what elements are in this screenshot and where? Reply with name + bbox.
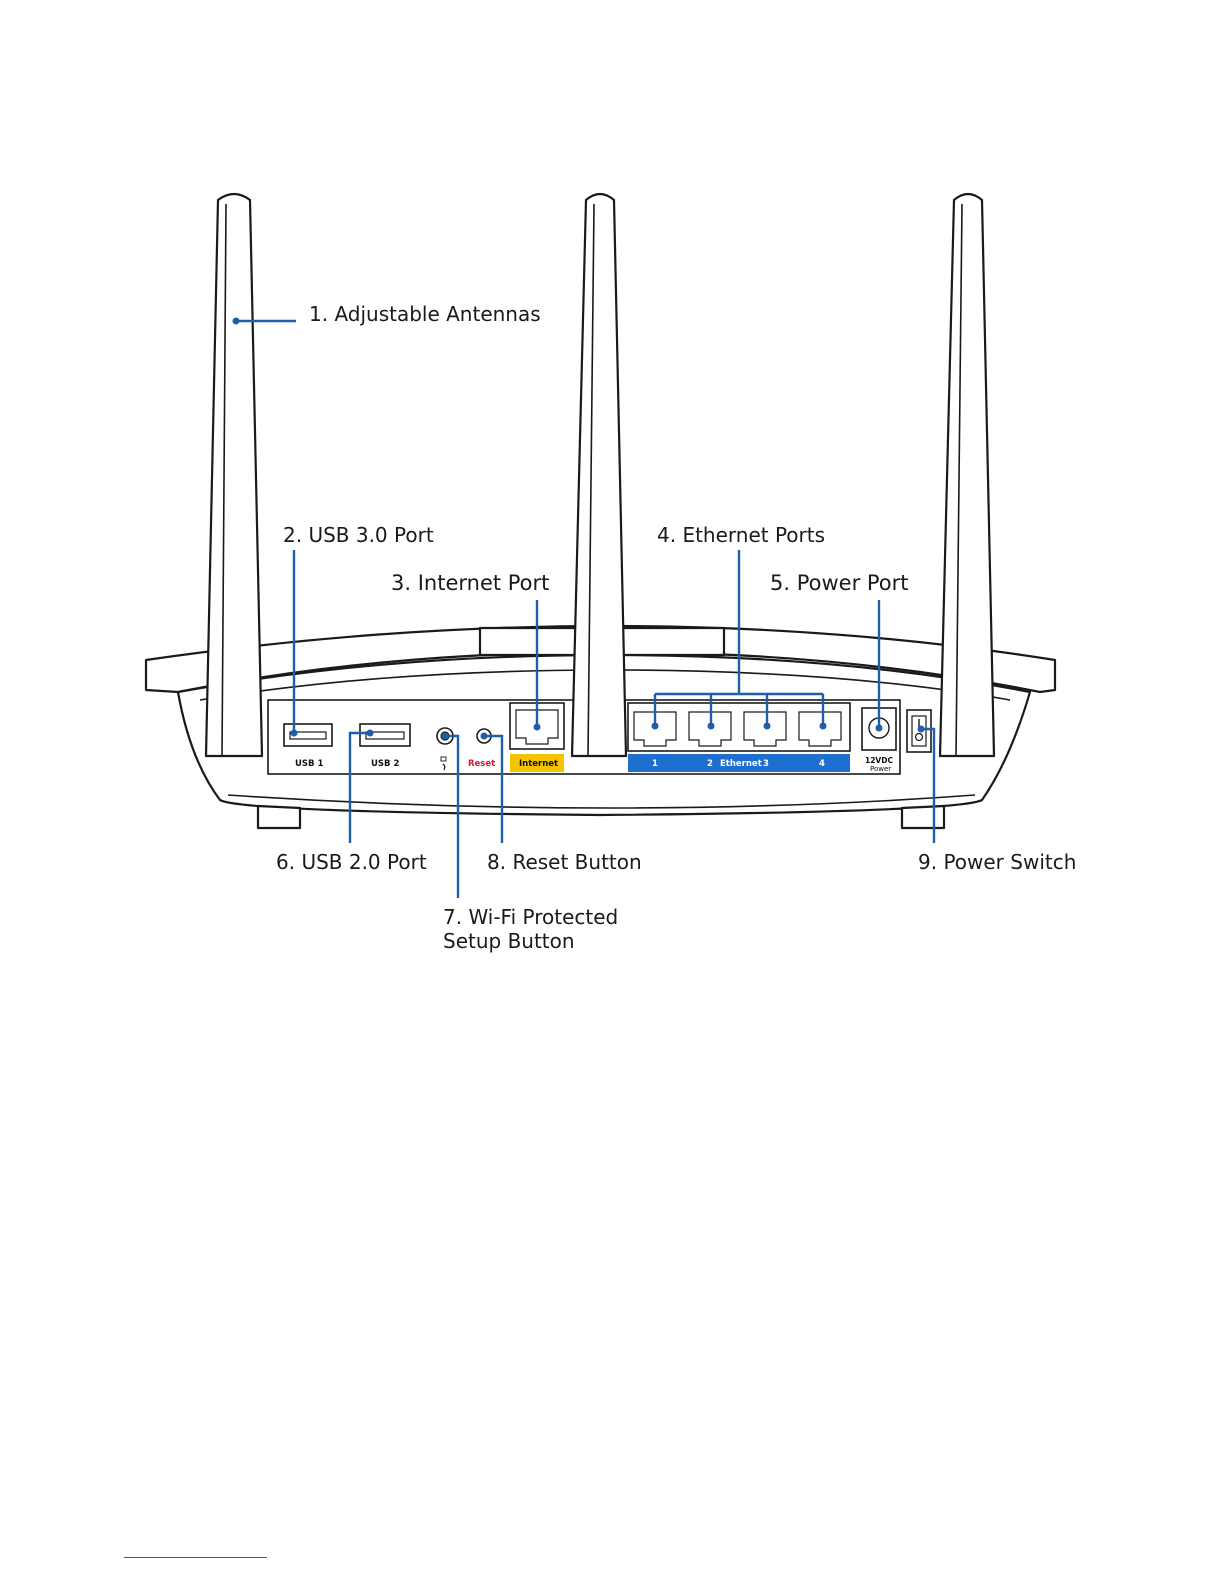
label-eth-2: 2 [707, 759, 713, 769]
antenna-left [206, 194, 262, 756]
footnote-rule [124, 1557, 267, 1558]
callout-usb3-port: 2. USB 3.0 Port [283, 523, 434, 547]
callout-reset-button: 8. Reset Button [487, 850, 642, 874]
leader-dot-internet [534, 724, 541, 731]
label-usb2: USB 2 [371, 759, 399, 769]
label-ethernet: Ethernet [720, 759, 762, 769]
label-power: Power [870, 765, 891, 773]
leader-dot-wps [442, 733, 449, 740]
label-reset: Reset [468, 759, 495, 769]
label-internet: Internet [519, 759, 558, 769]
callout-wps-button-line2: Setup Button [443, 929, 575, 953]
leader-dot-eth-4 [820, 723, 827, 730]
label-eth-1: 1 [652, 759, 658, 769]
label-eth-3: 3 [763, 759, 769, 769]
callout-adjustable-antennas: 1. Adjustable Antennas [309, 302, 541, 326]
leader-dot-usb3 [291, 730, 298, 737]
leader-dot-power-switch [918, 726, 925, 733]
callout-wps-button-line1: 7. Wi-Fi Protected [443, 905, 618, 929]
callout-power-switch: 9. Power Switch [918, 850, 1076, 874]
label-eth-4: 4 [819, 759, 825, 769]
label-12vdc: 12VDC [865, 756, 893, 765]
leader-dot-power-port [876, 725, 883, 732]
antenna-right [940, 194, 994, 756]
callout-power-port: 5. Power Port [770, 571, 909, 595]
leader-dot-reset [481, 733, 488, 740]
callout-internet-port: 3. Internet Port [391, 571, 549, 595]
leader-dot-usb2 [367, 730, 374, 737]
callout-usb2-port: 6. USB 2.0 Port [276, 850, 427, 874]
leader-dot-eth-2 [708, 723, 715, 730]
leader-dot-eth-1 [652, 723, 659, 730]
label-usb1: USB 1 [295, 759, 323, 769]
antenna-center [572, 194, 626, 756]
leader-dot-eth-3 [764, 723, 771, 730]
callout-ethernet-ports: 4. Ethernet Ports [657, 523, 825, 547]
leader-dot-antennas [233, 318, 240, 325]
